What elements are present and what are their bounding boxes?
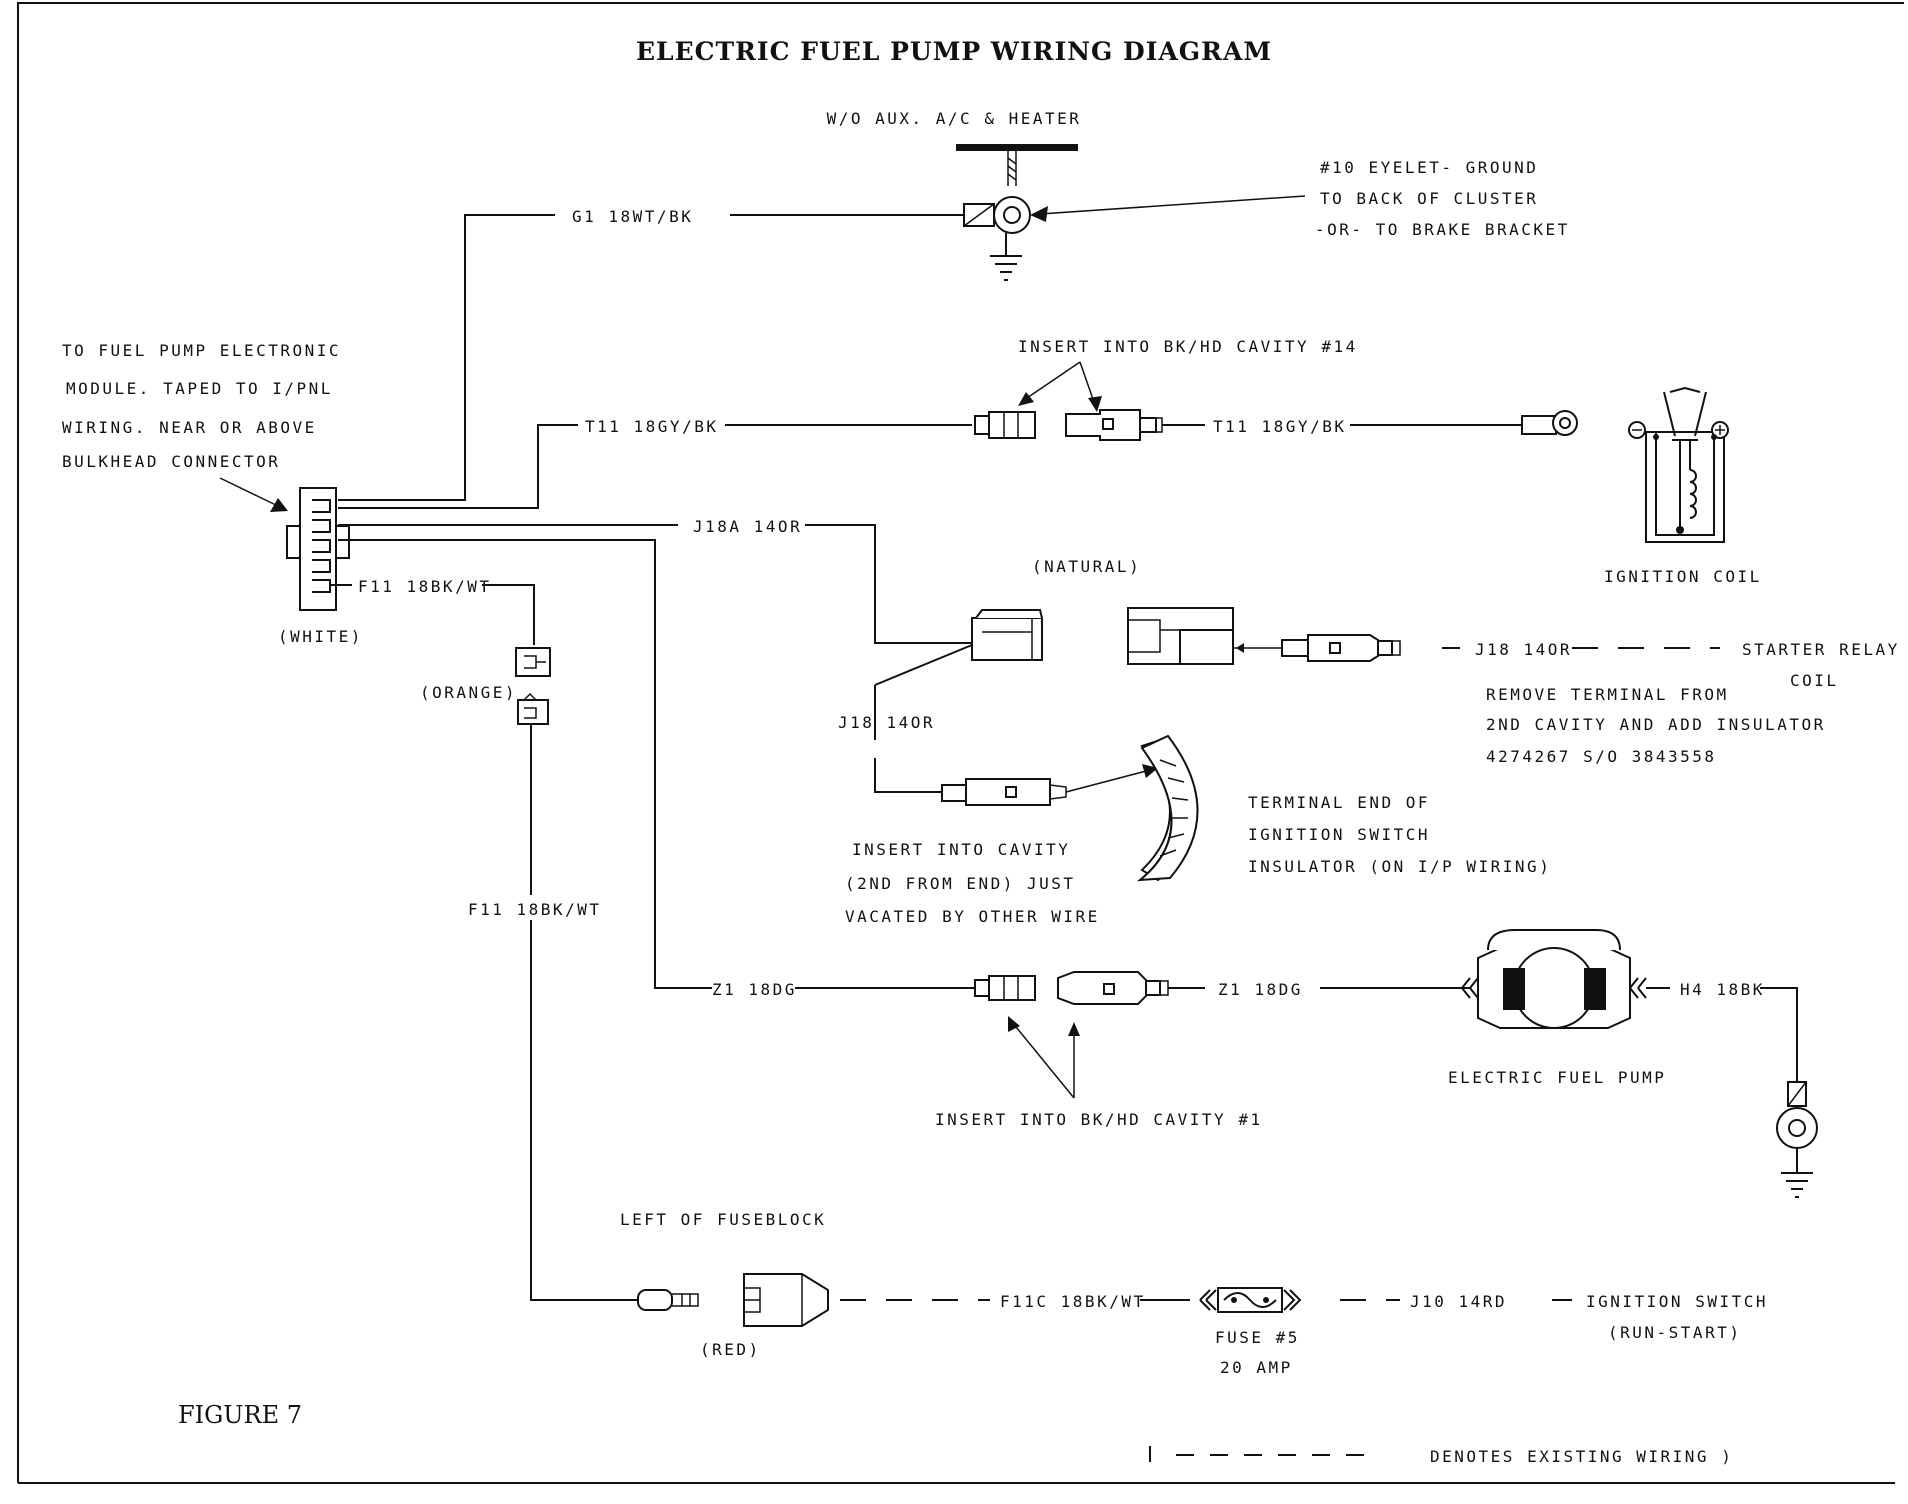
wire-f11-label-b: F11 18BK/WT xyxy=(468,900,601,919)
fuel-pump-icon xyxy=(1461,929,1647,1029)
module-note-4: BULKHEAD CONNECTOR xyxy=(62,452,280,471)
module-note-1: TO FUEL PUMP ELECTRONIC xyxy=(62,341,341,360)
remove-note-3: 4274267 S/O 3843558 xyxy=(1486,747,1717,766)
wire-h4 xyxy=(1646,987,1798,1082)
mount-screw xyxy=(1007,151,1017,186)
wire-j18-label-b: J18 14OR xyxy=(1475,640,1572,659)
wire-z1-label-a: Z1 18DG xyxy=(712,980,797,999)
arrow-icon xyxy=(1088,396,1102,412)
orange-connector-bottom xyxy=(517,692,549,725)
ground-note-2: TO BACK OF CLUSTER xyxy=(1320,189,1538,208)
eyelet-icon xyxy=(963,196,1031,234)
wire-g1-label: G1 18WT/BK xyxy=(572,207,693,226)
term-end-1: TERMINAL END OF xyxy=(1248,793,1430,812)
orange-label: (ORANGE) xyxy=(420,683,517,702)
ign-switch-1: IGNITION SWITCH xyxy=(1586,1292,1768,1311)
fuse-icon xyxy=(1199,1287,1302,1313)
bulkhead-connector xyxy=(286,487,350,611)
ignition-switch-insulator xyxy=(1136,734,1199,882)
wire-h4-label: H4 18BK xyxy=(1680,980,1765,999)
eyelet-icon xyxy=(1521,410,1578,436)
red-connector xyxy=(743,1273,829,1327)
starter-relay-2: COIL xyxy=(1790,671,1839,690)
fuel-pump-label: ELECTRIC FUEL PUMP xyxy=(1448,1068,1666,1087)
ground-note-1: #10 EYELET- GROUND xyxy=(1320,158,1538,177)
red-terminal xyxy=(637,1289,699,1311)
wire-z1-label-b: Z1 18DG xyxy=(1218,980,1303,999)
red-label: (RED) xyxy=(700,1340,761,1359)
module-note-2: MODULE. TAPED TO I/PNL xyxy=(66,379,333,398)
insert-1-leader xyxy=(1011,1021,1075,1099)
insert-cavity-1-note: INSERT INTO BK/HD CAVITY #1 xyxy=(935,1110,1263,1129)
wire-j10-label: J10 14RD xyxy=(1410,1292,1507,1311)
legend-text: DENOTES EXISTING WIRING ) xyxy=(1430,1447,1733,1466)
diagram-subtitle: W/O AUX. A/C & HEATER xyxy=(827,109,1082,128)
ignition-coil-icon xyxy=(1628,386,1729,543)
ign-switch-2: (RUN-START) xyxy=(1608,1323,1741,1342)
insert-14-leader xyxy=(1023,361,1096,406)
wire-j18a-label: J18A 14OR xyxy=(693,517,802,536)
eyelet-icon xyxy=(1776,1081,1818,1149)
wire-j18 xyxy=(874,644,973,793)
insert-cavity-14: INSERT INTO BK/HD CAVITY #14 xyxy=(1018,337,1358,356)
female-terminal-starter xyxy=(1233,634,1401,662)
arrow-icon xyxy=(1030,206,1048,222)
ground-note-3: -OR- TO BRAKE BRACKET xyxy=(1315,220,1570,239)
module-arrow xyxy=(219,477,279,507)
wire-j18a xyxy=(338,524,972,644)
ground-note-leader xyxy=(1039,195,1306,215)
wire-t11-label-b: T11 18GY/BK xyxy=(1213,417,1346,436)
term-end-2: IGNITION SWITCH xyxy=(1248,825,1430,844)
remove-note-1: REMOVE TERMINAL FROM xyxy=(1486,685,1729,704)
wire-g1 xyxy=(338,214,964,501)
fuse-label-1: FUSE #5 xyxy=(1215,1328,1300,1347)
natural-label: (NATURAL) xyxy=(1032,557,1141,576)
natural-connector xyxy=(971,609,1043,661)
wire-j18-label-a: J18 14OR xyxy=(838,713,935,732)
remove-note-2: 2ND CAVITY AND ADD INSULATOR xyxy=(1486,715,1826,734)
wire-f11-a xyxy=(330,584,535,645)
ign-terminal-leader xyxy=(1065,769,1151,793)
arrow-icon xyxy=(1008,1016,1020,1032)
wire-t11-a xyxy=(338,424,972,509)
starter-relay-connector xyxy=(1127,607,1234,665)
wire-f11-label-a: F11 18BK/WT xyxy=(358,577,491,596)
diagram-title: ELECTRIC FUEL PUMP WIRING DIAGRAM xyxy=(636,37,1272,66)
insert-cavity-2: (2ND FROM END) JUST xyxy=(845,874,1076,893)
male-terminal-z1 xyxy=(974,975,1036,1001)
wire-t11-label-a: T11 18GY/BK xyxy=(585,417,718,436)
diagram-border xyxy=(17,2,1904,1484)
ignition-coil-label: IGNITION COIL xyxy=(1604,567,1762,586)
orange-connector-top xyxy=(515,647,551,677)
arrow-icon xyxy=(1018,392,1034,406)
starter-relay-1: STARTER RELAY xyxy=(1742,640,1900,659)
female-terminal-z1 xyxy=(1057,971,1169,1005)
arrow-icon xyxy=(270,498,288,512)
ground-symbol-icon xyxy=(1781,1148,1813,1198)
female-terminal-ign xyxy=(941,778,1067,806)
white-label: (WHITE) xyxy=(278,627,363,646)
wire-f11-b xyxy=(530,724,638,1301)
female-terminal-t11 xyxy=(1065,409,1163,441)
male-terminal-t11 xyxy=(974,411,1036,439)
module-note-3: WIRING. NEAR OR ABOVE xyxy=(62,418,317,437)
fuse-label-2: 20 AMP xyxy=(1220,1358,1293,1377)
mount-plate xyxy=(956,144,1078,151)
insert-cavity-1: INSERT INTO CAVITY xyxy=(852,840,1070,859)
arrow-icon xyxy=(1068,1022,1080,1036)
term-end-3: INSULATOR (ON I/P WIRING) xyxy=(1248,857,1551,876)
legend: DENOTES EXISTING WIRING ) xyxy=(1149,1446,1733,1466)
ground-symbol-icon xyxy=(990,233,1022,281)
insert-cavity-3: VACATED BY OTHER WIRE xyxy=(845,907,1100,926)
left-of-fuseblock: LEFT OF FUSEBLOCK xyxy=(620,1210,826,1229)
wire-z1-a xyxy=(338,539,975,989)
wire-f11c-label: F11C 18BK/WT xyxy=(1000,1292,1146,1311)
figure-label: FIGURE 7 xyxy=(178,1401,302,1429)
